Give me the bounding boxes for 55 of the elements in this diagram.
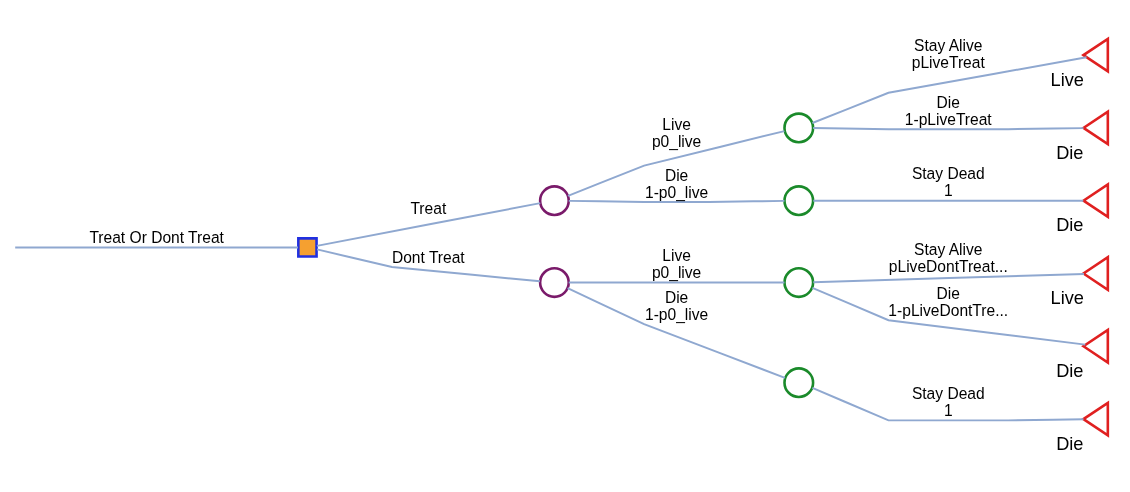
edge-label: p0_live (651, 132, 702, 150)
node-triangle (1081, 108, 1110, 147)
edge-label: Live (662, 115, 691, 133)
node-box (297, 236, 318, 258)
connector (567, 129, 786, 197)
edge-label: 1 (943, 401, 953, 419)
edge-label: Treat Or Dont Treat (89, 228, 224, 246)
edge-label: Stay Dead (911, 164, 985, 182)
edge-label: 1 (943, 181, 953, 199)
edge-label: 1-p0_live (645, 305, 709, 323)
edge-label: Stay Dead (911, 384, 985, 402)
node-label: Die (1056, 433, 1084, 454)
node-label: Live (1050, 69, 1084, 90)
node-circle (538, 184, 570, 216)
edge-label: pLiveTreat (911, 53, 985, 71)
connector (567, 281, 786, 284)
edge-label: Treat (410, 199, 447, 217)
edge-label: p0_live (651, 263, 702, 281)
edge-label: Dont Treat (391, 248, 465, 266)
edge-label: Die (664, 166, 689, 184)
node-label: Die (1056, 214, 1084, 235)
edge-label: 1-pLiveDontTre... (888, 301, 1009, 319)
node-triangle (1081, 35, 1110, 74)
node-triangle (1081, 254, 1110, 292)
connector (811, 55, 1088, 124)
edge-label: 1-p0_live (645, 183, 709, 201)
edge-label: Stay Alive (914, 240, 983, 258)
node-circle (783, 366, 815, 398)
node-circle (783, 266, 815, 298)
connector (812, 199, 1085, 202)
node-label: Die (1056, 142, 1084, 163)
edge-label: 1-pLiveTreat (904, 110, 992, 128)
connector (14, 246, 299, 248)
connector (811, 386, 1085, 421)
edge-label: Die (664, 288, 689, 306)
node-triangle (1081, 327, 1110, 365)
edge-label: pLiveDontTreat... (888, 257, 1008, 275)
edge-label: Stay Alive (914, 36, 983, 54)
edge-label: Die (936, 284, 960, 302)
connector (315, 201, 542, 247)
node-label: Die (1056, 360, 1084, 381)
node-triangle (1081, 181, 1110, 219)
node-circle (538, 266, 570, 298)
connector (566, 286, 786, 379)
connector (812, 272, 1085, 283)
connector (316, 247, 541, 282)
connector (567, 199, 786, 203)
connector (812, 126, 1085, 130)
edge-label: Live (662, 246, 691, 264)
node-label: Live (1050, 287, 1084, 308)
node-circle (783, 111, 815, 143)
node-circle (783, 184, 815, 216)
node-triangle (1081, 399, 1110, 438)
edge-label: Die (936, 93, 960, 111)
connector (811, 286, 1087, 346)
